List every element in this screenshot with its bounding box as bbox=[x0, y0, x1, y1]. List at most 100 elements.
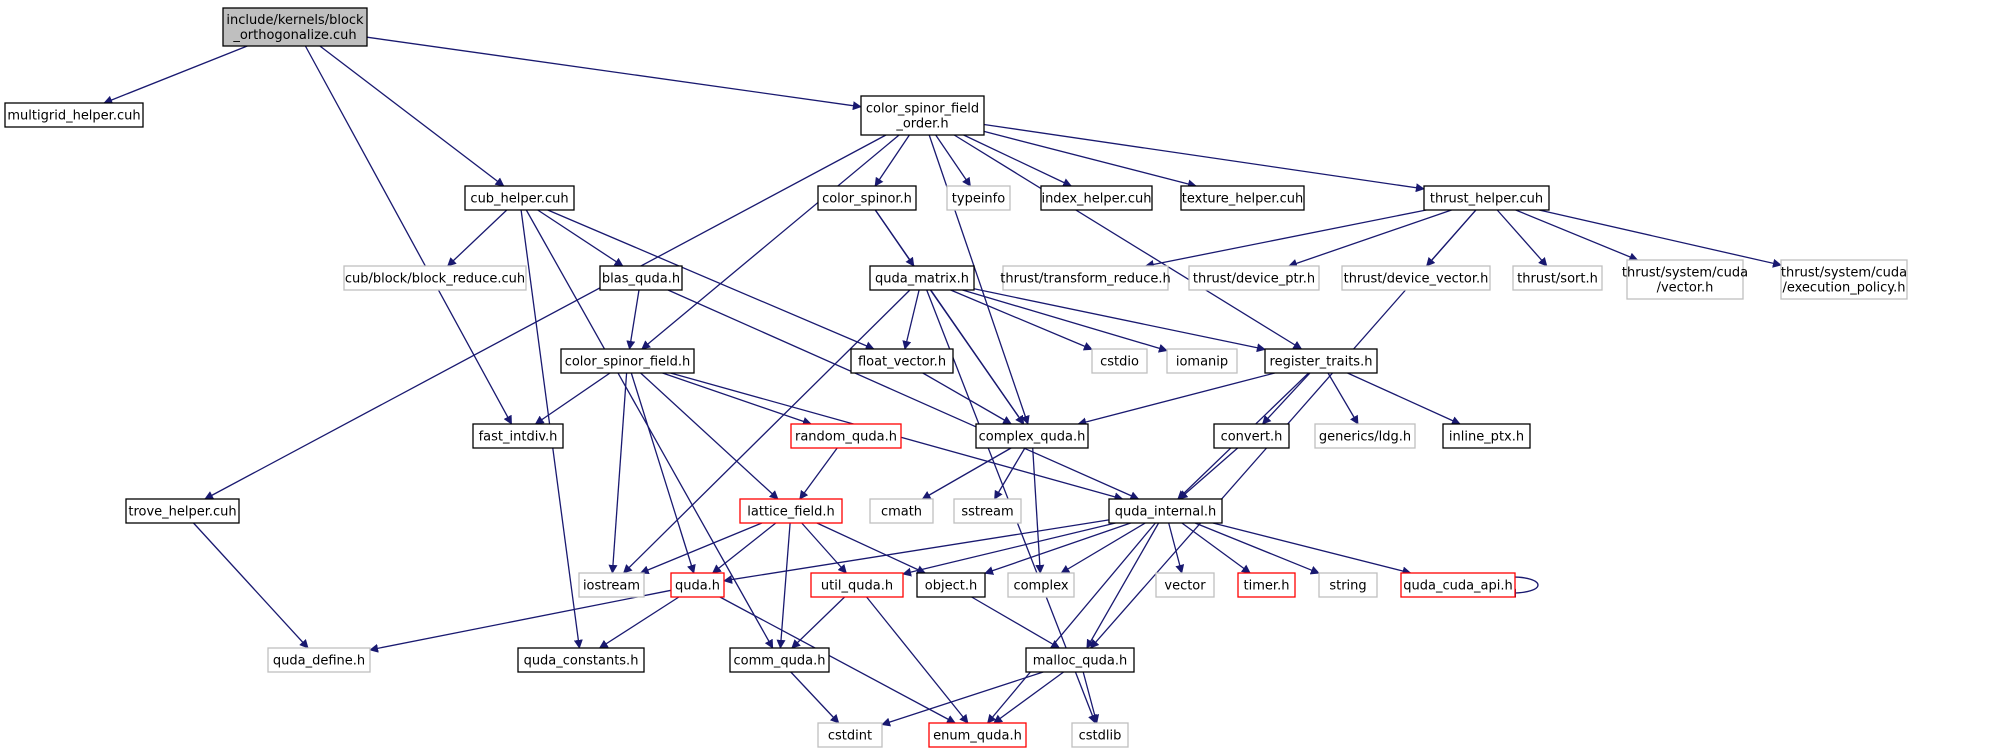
node-color-spinor-field[interactable]: color_spinor_field.h bbox=[560, 348, 695, 374]
node-box bbox=[1007, 572, 1075, 598]
node-label: color_spinor_field bbox=[866, 102, 979, 117]
node-label: inline_ptx.h bbox=[1449, 430, 1524, 445]
node-box bbox=[928, 722, 1027, 748]
edge-thrust_helper-to-thrust_transform_reduce bbox=[1144, 209, 1427, 269]
node-label: color_spinor_field.h bbox=[565, 355, 691, 370]
node-thrust-sort: thrust/sort.h bbox=[1512, 265, 1603, 291]
node-float-vector[interactable]: float_vector.h bbox=[850, 348, 954, 374]
node-random-quda[interactable]: random_quda.h bbox=[790, 423, 902, 449]
node-box bbox=[869, 498, 934, 524]
node-box bbox=[1071, 722, 1129, 748]
node-thrust-transform-reduce: thrust/transform_reduce.h bbox=[1000, 265, 1171, 291]
node-texture-helper[interactable]: texture_helper.cuh bbox=[1180, 185, 1305, 211]
node-label: enum_quda.h bbox=[933, 729, 1022, 744]
node-label: /execution_policy.h bbox=[1782, 281, 1905, 296]
node-box bbox=[790, 423, 902, 449]
node-label: sstream bbox=[961, 505, 1013, 520]
node-trove-helper[interactable]: trove_helper.cuh bbox=[125, 498, 240, 524]
edge-complex_quda-to-sstream bbox=[994, 447, 1026, 500]
edge-csfo-to-complex_quda bbox=[928, 134, 1030, 425]
node-quda-internal[interactable]: quda_internal.h bbox=[1108, 498, 1223, 524]
edge-quda_matrix-to-iostream bbox=[622, 289, 911, 574]
edge-register_traits-to-complex_quda bbox=[1077, 372, 1275, 427]
edge-color_spinor_field-to-lattice_field bbox=[640, 372, 779, 500]
edge-quda_internal-to-timer bbox=[1181, 522, 1251, 574]
node-box bbox=[464, 185, 575, 211]
node-malloc-quda[interactable]: malloc_quda.h bbox=[1025, 647, 1135, 673]
edge-csfo-to-trove_helper bbox=[204, 134, 887, 500]
node-label: thrust/system/cuda bbox=[1781, 266, 1907, 281]
node-box bbox=[1237, 572, 1296, 598]
node-quda-cuda-api[interactable]: quda_cuda_api.h bbox=[1400, 572, 1516, 598]
node-label: _orthogonalize.cuh bbox=[232, 28, 356, 43]
edge-quda_matrix-to-iomanip bbox=[962, 289, 1168, 353]
edge-comm_quda-to-cstdint bbox=[790, 671, 840, 724]
node-sstream: sstream bbox=[953, 498, 1022, 524]
node-quda[interactable]: quda.h bbox=[670, 572, 725, 598]
edge-quda_internal-to-object bbox=[984, 522, 1131, 575]
node-comm-quda[interactable]: comm_quda.h bbox=[729, 647, 830, 673]
node-cub-helper[interactable]: cub_helper.cuh bbox=[464, 185, 575, 211]
edge-lattice_field-to-quda bbox=[711, 522, 777, 574]
node-inline-ptx[interactable]: inline_ptx.h bbox=[1442, 423, 1531, 449]
node-label: include/kernels/block bbox=[226, 13, 364, 28]
edge-color_spinor_field-to-fast_intdiv bbox=[534, 372, 611, 425]
node-util-quda[interactable]: util_quda.h bbox=[810, 572, 904, 598]
node-register-traits[interactable]: register_traits.h bbox=[1264, 348, 1378, 374]
node-object[interactable]: object.h bbox=[916, 572, 986, 598]
node-label: /vector.h bbox=[1657, 281, 1714, 296]
node-box bbox=[222, 7, 368, 47]
edge-csfo-to-texture_helper bbox=[983, 130, 1197, 189]
node-box bbox=[1040, 185, 1153, 211]
node-complex-quda[interactable]: complex_quda.h bbox=[975, 423, 1089, 449]
edge-csfo-to-index_helper bbox=[963, 134, 1073, 187]
node-iomanip: iomanip bbox=[1166, 348, 1238, 374]
edge-complex_quda-to-complex bbox=[1032, 447, 1045, 574]
node-csfo[interactable]: color_spinor_field_order.h bbox=[860, 95, 985, 136]
edge-complex_quda-to-cmath bbox=[921, 447, 1012, 500]
node-box bbox=[1155, 572, 1215, 598]
node-color-spinor[interactable]: color_spinor.h bbox=[817, 185, 917, 211]
edge-lattice_field-to-iostream bbox=[639, 522, 763, 575]
node-timer[interactable]: timer.h bbox=[1237, 572, 1296, 598]
node-label: string bbox=[1329, 579, 1366, 594]
file-nodes: include/kernels/block_orthogonalize.cuhm… bbox=[4, 7, 1908, 748]
node-box bbox=[1166, 348, 1238, 374]
node-label: quda_cuda_api.h bbox=[1403, 579, 1513, 594]
node-thrust-helper[interactable]: thrust_helper.cuh bbox=[1423, 185, 1550, 211]
node-box bbox=[1264, 348, 1378, 374]
node-label: iostream bbox=[583, 579, 640, 594]
node-label: complex_quda.h bbox=[979, 430, 1086, 445]
node-box bbox=[599, 265, 683, 291]
edge-register_traits-to-generics_ldg bbox=[1327, 372, 1359, 425]
edge-root-to-fast_intdiv bbox=[304, 45, 513, 425]
edge-lattice_field-to-util_quda bbox=[801, 522, 847, 574]
edge-lattice_field-to-comm_quda bbox=[776, 522, 791, 649]
node-root[interactable]: include/kernels/block_orthogonalize.cuh bbox=[222, 7, 368, 47]
node-multigrid[interactable]: multigrid_helper.cuh bbox=[4, 102, 144, 128]
node-cstdlib: cstdlib bbox=[1071, 722, 1129, 748]
node-label: object.h bbox=[925, 579, 977, 594]
node-box bbox=[729, 647, 830, 673]
node-box bbox=[1423, 185, 1550, 211]
edge-blas_quda-to-quda_internal bbox=[667, 289, 1140, 500]
node-lattice-field[interactable]: lattice_field.h bbox=[739, 498, 843, 524]
node-box bbox=[953, 498, 1022, 524]
edge-quda_internal-to-quda bbox=[723, 519, 1110, 584]
edge-quda_internal-to-string bbox=[1194, 522, 1320, 575]
node-box bbox=[739, 498, 843, 524]
node-blas-quda[interactable]: blas_quda.h bbox=[599, 265, 683, 291]
node-box bbox=[1180, 185, 1305, 211]
node-quda-matrix[interactable]: quda_matrix.h bbox=[869, 265, 975, 291]
node-label: convert.h bbox=[1221, 430, 1283, 445]
node-index-helper[interactable]: index_helper.cuh bbox=[1040, 185, 1153, 211]
node-quda-constants[interactable]: quda_constants.h bbox=[517, 647, 645, 673]
node-box bbox=[517, 647, 645, 673]
node-enum-quda[interactable]: enum_quda.h bbox=[928, 722, 1027, 748]
node-convert[interactable]: convert.h bbox=[1213, 423, 1290, 449]
node-box bbox=[267, 647, 371, 673]
node-label: quda_constants.h bbox=[524, 654, 639, 669]
edge-float_vector-to-complex_quda bbox=[922, 372, 1012, 425]
node-fast-intdiv[interactable]: fast_intdiv.h bbox=[472, 423, 564, 449]
